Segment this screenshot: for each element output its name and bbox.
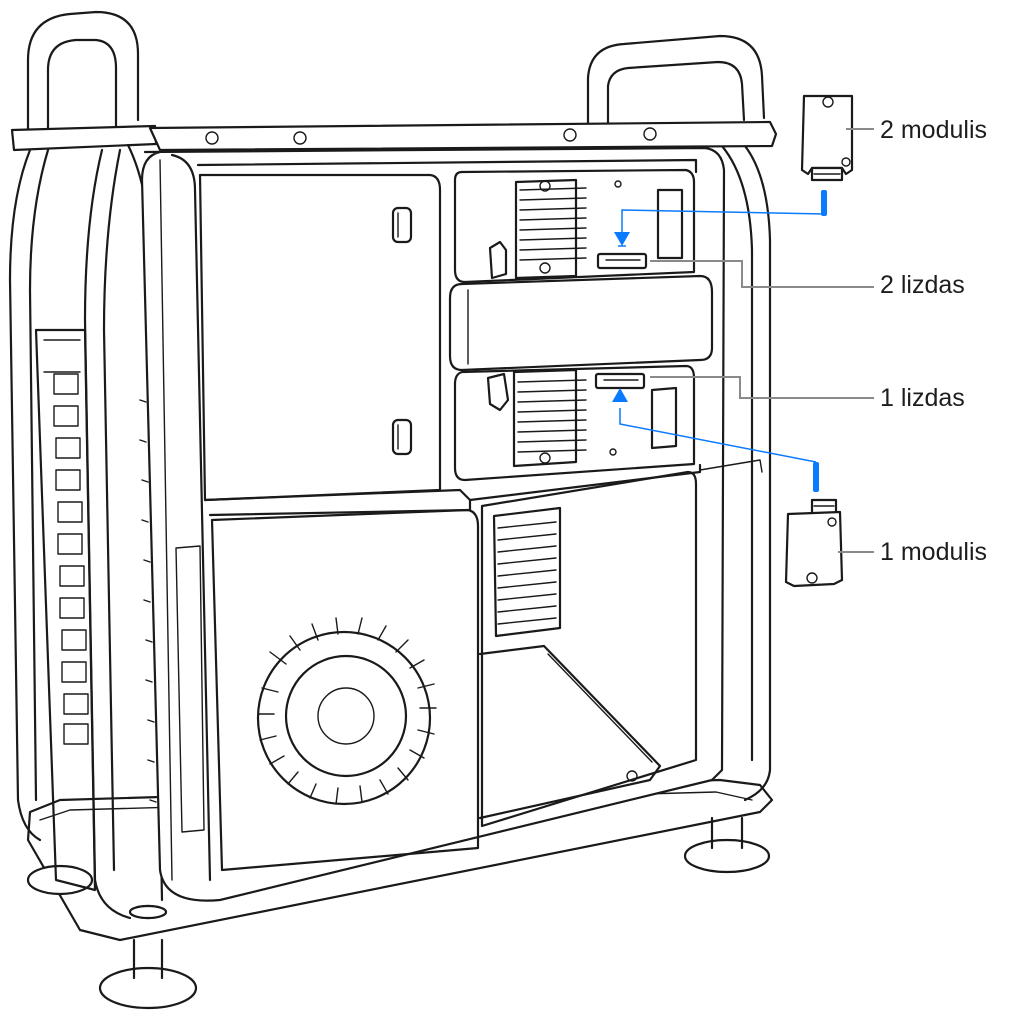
fan-compartment	[175, 508, 480, 872]
module-1-insertion-marker	[813, 462, 819, 492]
guide-line-module-2	[621, 209, 825, 232]
leader-slot-1	[650, 376, 874, 399]
arrow-up-icon	[612, 388, 628, 402]
module-2-card	[800, 94, 854, 182]
right-frame-handle	[586, 34, 772, 802]
pci-slot-column	[34, 328, 157, 892]
center-bracket	[448, 274, 714, 372]
lower-module-bay	[453, 364, 696, 482]
callout-slot-2: 2 lizdas	[880, 271, 965, 299]
lower-right-compartment	[478, 459, 763, 828]
callout-slot-1: 1 lizdas	[880, 384, 965, 412]
top-rail	[148, 120, 778, 152]
callout-module-1: 1 modulis	[880, 538, 987, 566]
callout-module-2: 2 modulis	[880, 116, 987, 144]
guide-line-module-1	[619, 408, 817, 463]
module-2-insertion-marker	[821, 190, 827, 216]
arrow-down-icon	[614, 232, 630, 246]
module-1-card	[784, 498, 844, 588]
upper-module-bay	[453, 168, 696, 284]
insertion-guides	[612, 190, 827, 492]
callout-leaders	[650, 128, 874, 553]
leader-slot-2	[650, 260, 874, 288]
